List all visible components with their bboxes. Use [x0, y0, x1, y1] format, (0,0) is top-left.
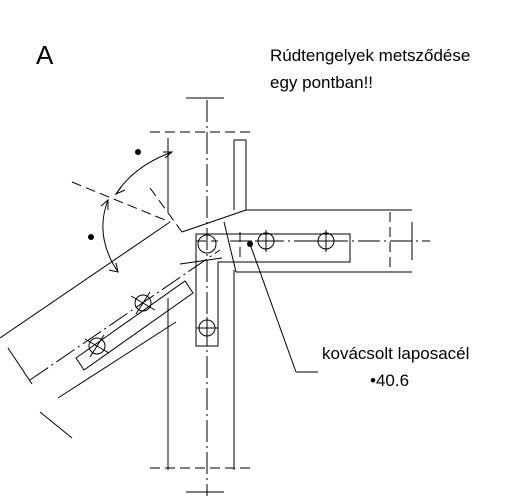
- horizontal-member: [230, 139, 430, 273]
- bolt-holes: [84, 230, 337, 358]
- callout-dimension: •40.6: [370, 371, 410, 390]
- angle-arcs: [88, 149, 174, 273]
- angle-mark-dot: [135, 149, 141, 155]
- note-line-1: Rúdtengelyek metsződése: [270, 46, 471, 65]
- forged-plates: [75, 232, 351, 371]
- panel-letter: A: [36, 40, 54, 70]
- callout-leader: [247, 241, 318, 373]
- callout-label: kovácsolt laposacél: [322, 344, 470, 363]
- angle-mark-dot: [88, 234, 94, 240]
- gusset-lines: [71, 181, 247, 273]
- note-line-2: egy pontban!!: [270, 73, 374, 92]
- diagonal-member: [0, 221, 221, 439]
